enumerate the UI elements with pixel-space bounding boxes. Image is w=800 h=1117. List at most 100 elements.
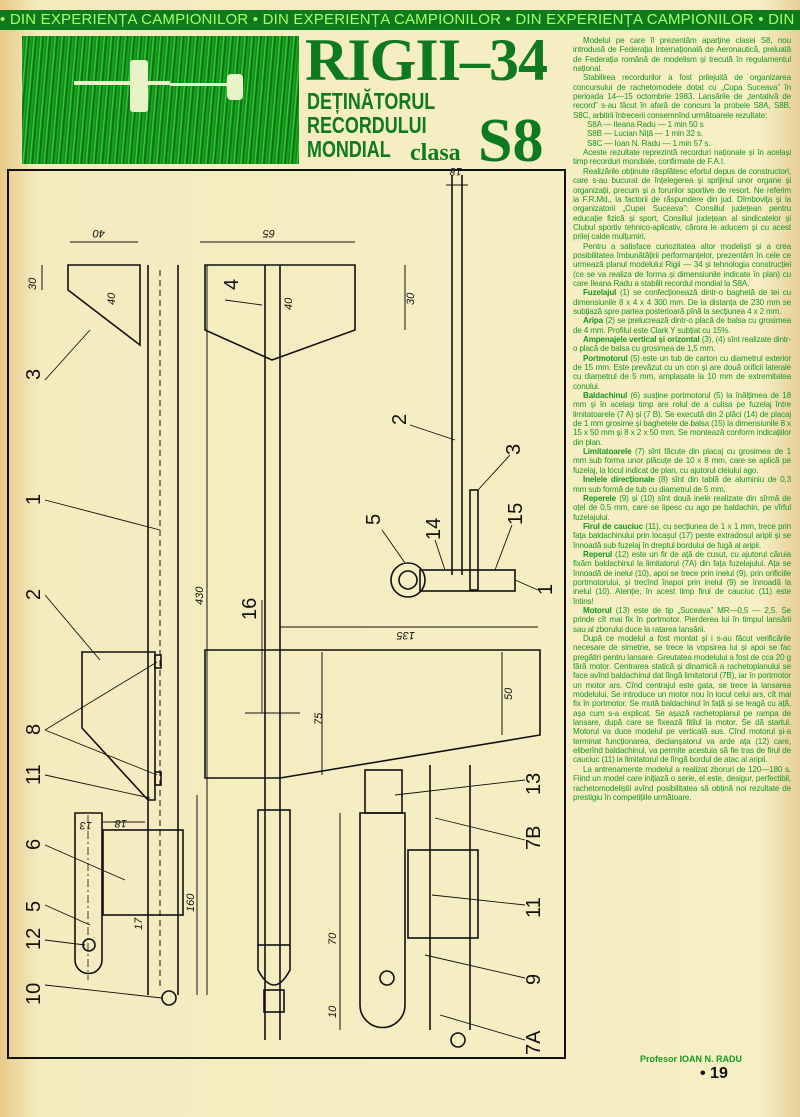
paragraph-text: (11), cu secțiunea de 1 x 1 mm, trece pr… [573,521,791,550]
dimension-label: 18 [114,817,127,829]
article-paragraph: Reperul (12) este un fir de ață de cusut… [573,550,791,606]
part-label: 1 [535,584,557,595]
dimension-label: 30 [27,277,39,290]
class-name: S8 [478,107,544,175]
motor-tube-top [257,809,291,946]
paragraph-lead: Limitatoarele [583,447,632,457]
dimension-label: 30 [405,292,417,305]
paragraph-text: (7) sînt făcute din placaj cu grosimea d… [573,447,791,475]
part-label: 6 [23,839,45,850]
part-label: 2 [389,414,411,425]
part-label: 14 [423,518,445,540]
paragraph-text: S8B — Lucian Niță — 1 min 32 s. [587,129,703,139]
pylon [102,829,184,916]
wing-planform [204,649,541,779]
dimension-label: 135 [396,629,415,641]
page-number: • 19 [700,1065,728,1082]
guide-ring [154,771,162,786]
dimension-label: 65 [262,227,275,239]
part-label: 1 [23,494,45,505]
class-word: clasa [410,140,461,166]
paragraph-text: (6) susține portmotorul (5) la înălțimea… [573,391,791,447]
horizontal-stabilizer [204,264,356,361]
paragraph-text: Realizările obținute răsplătesc efortul … [573,166,791,242]
pylon-detail [339,765,526,1048]
article-paragraph: S8A — Ileana Radu — 1 min 50 s [573,120,791,129]
dimension-label: 160 [185,893,197,912]
part-label: 4 [221,279,243,290]
author-signature: Profesor IOAN N. RADU [640,1054,743,1064]
part-label: 3 [23,369,45,380]
article-paragraph: Fuzelajul (1) se confecționează dintr-o … [573,288,791,316]
paragraph-lead: Ampenajele vertical și orizontal [583,335,700,344]
guide-ring [154,654,162,669]
top-view [200,241,541,1040]
dimension-label: 18 [449,165,462,177]
part-label: 5 [363,514,385,525]
motor-13 [364,769,403,814]
part-label: 7A [523,1030,545,1055]
article-text: Modelul pe care îl prezentăm aparține cl… [573,36,791,802]
ring-10 [161,990,177,1006]
article-paragraph: Ampenajele vertical și orizontal (3), (4… [573,335,791,354]
paragraph-text: Stabilirea recordurilor a fost prilejuit… [573,73,791,120]
dimension-label: 40 [92,227,105,239]
article-paragraph: Inelele direcționale (8) sînt din tablă … [573,475,791,494]
article-paragraph: La antrenamente modelul a realizat zboru… [573,765,791,802]
article-paragraph: Aceste rezultate reprezintă recorduri na… [573,148,791,167]
wing-profile [81,651,156,801]
front-view [381,175,539,598]
paragraph-lead: Fuzelajul [583,288,617,298]
page-title: RIGII–34 [305,27,548,93]
part-label: 8 [23,724,45,735]
article-paragraph: Modelul pe care îl prezentăm aparține cl… [573,36,791,73]
model-photo [22,36,299,164]
article-paragraph: După ce modelul a fost montat și i s-au … [573,634,791,765]
paragraph-text: Modelul pe care îl prezentăm aparține cl… [573,36,791,74]
part-label: 11 [523,897,545,918]
dimension-label: 40 [283,297,295,310]
vertical-fin [67,264,141,347]
paragraph-text: (1) se confecționează dintr-o baghetă de… [573,288,791,316]
subtitle-line: RECORDULUI [307,112,427,138]
part-label: 12 [23,928,45,950]
part-label: 9 [523,974,545,985]
paragraph-lead: Baldachinul [583,391,628,401]
paragraph-lead: Firul de cauciuc [583,521,643,531]
part-label: 10 [23,983,45,1005]
drawing-frame [7,169,566,1059]
dimension-label: 40 [106,292,118,305]
part-label: 7B [523,826,545,850]
part-label: 13 [523,773,545,795]
dimension-label: 75 [313,712,325,725]
part-label: 3 [503,444,525,455]
paragraph-lead: Aripa [583,316,603,326]
paragraph-text: S8A — Ileana Radu — 1 min 50 s [587,120,704,130]
part-label: 11 [23,764,45,785]
paragraph-text: (12) este un fir de ață de cusut, cu aju… [573,549,791,606]
dimension-label: 50 [503,687,515,700]
article-paragraph: Pentru a satisface curiozitatea altor mo… [573,242,791,289]
part-label: 2 [23,589,45,600]
paragraph-text: (8) sînt din tablă de aluminiu de 0,3 mm… [573,475,791,494]
paragraph-lead: Reperele [583,493,616,503]
paragraph-text: Pentru a satisface curiozitatea altor mo… [573,241,791,288]
paragraph-text: (2) se prelucrează dintr-o placă de bals… [573,316,791,335]
paragraph-lead: Inelele direcționale [583,475,655,485]
paragraph-text: La antrenamente modelul a realizat zboru… [573,764,791,802]
article-paragraph: Aripa (2) se prelucrează dintr-o placă d… [573,316,791,335]
article-paragraph: Stabilirea recordurilor a fost prilejuit… [573,73,791,120]
article-paragraph: Baldachinul (6) susține portmotorul (5) … [573,391,791,447]
dimension-label: 70 [327,932,339,945]
paragraph-text: (9) și (10) sînt două inele realizate di… [573,493,791,522]
motor-tube [74,812,103,975]
part-label: 17 [133,917,145,930]
dimension-label: 10 [327,1005,339,1018]
article-paragraph: S8B — Lucian Niță — 1 min 32 s. [573,129,791,138]
section-header-band: • DIN EXPERIENȚA CAMPIONILOR • DIN EXPER… [0,10,800,30]
paragraph-text: (5) este un tub de carton cu diametrul e… [573,353,791,391]
paragraph-text: (13) este de tip „Suceava” MR—0,5 — 2,5.… [573,605,791,634]
dimension-label: 430 [194,586,206,605]
part-label: 16 [239,598,261,620]
